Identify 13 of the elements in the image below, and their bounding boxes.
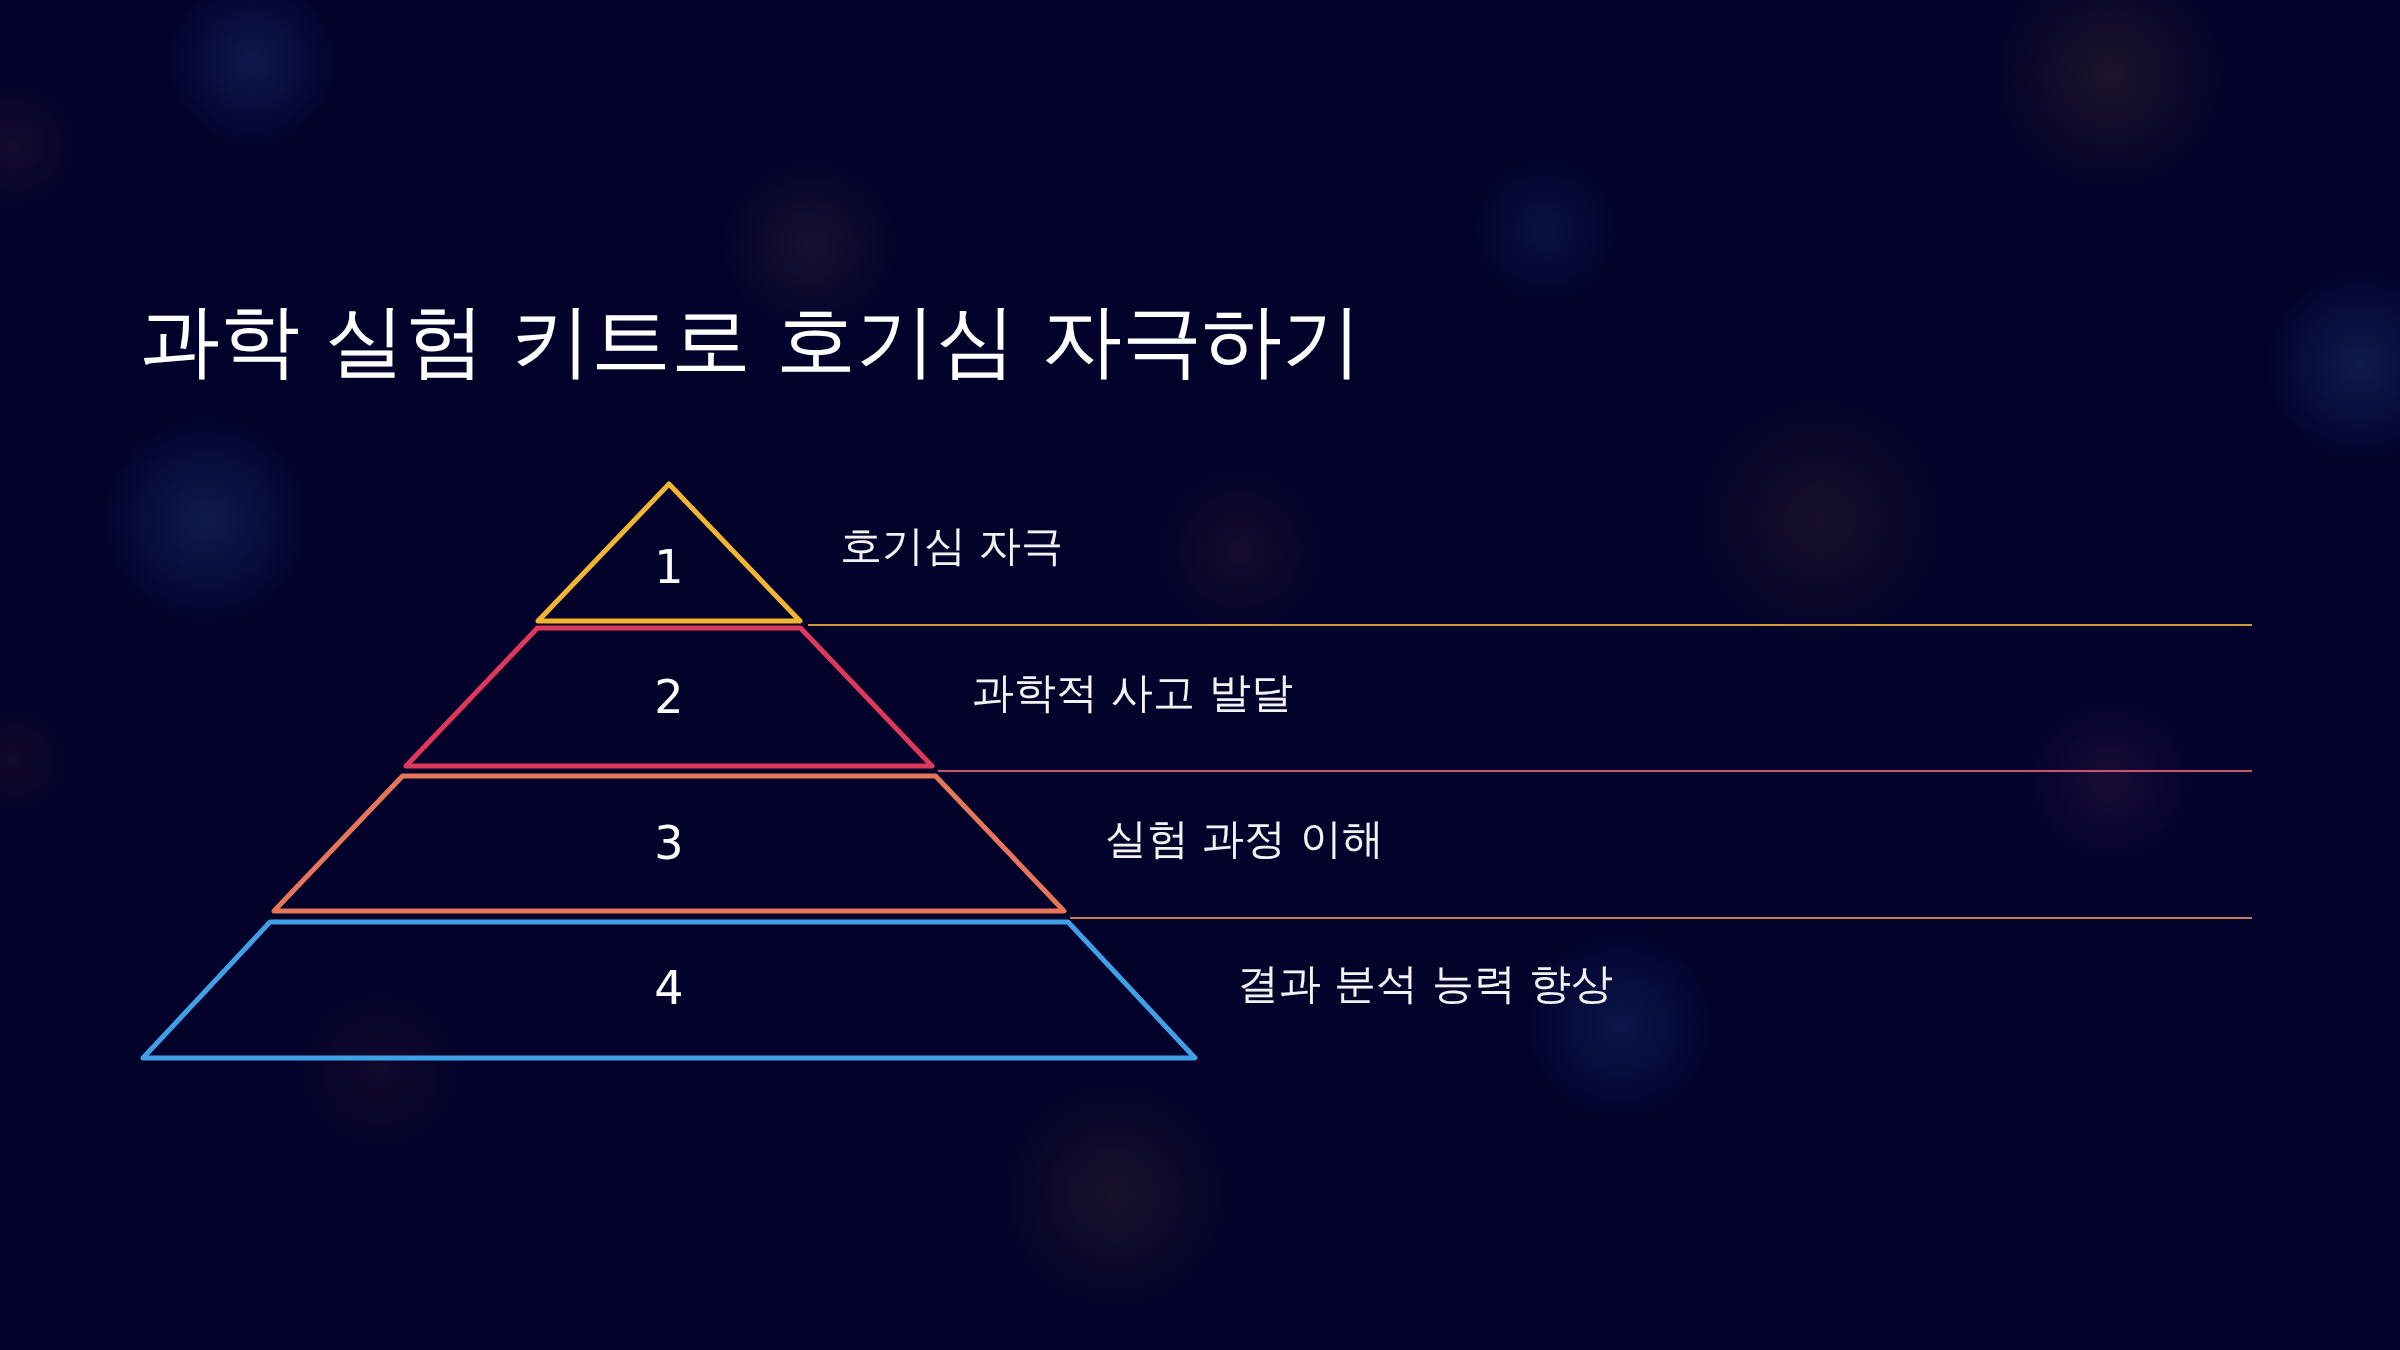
layer-number: 1 <box>654 541 684 593</box>
layer-number: 3 <box>654 817 684 869</box>
pyramid-layer <box>139 918 1199 1062</box>
pyramid-layer <box>270 772 1068 915</box>
layer-number: 4 <box>654 962 684 1014</box>
layer-label: 실험 과정 이해 <box>1105 814 1384 864</box>
slide-title: 과학 실험 키트로 호기심 자극하기 <box>140 295 1362 387</box>
layer-number: 2 <box>654 671 684 723</box>
pyramid-top-triangle <box>534 480 804 625</box>
layer-label: 호기심 자극 <box>840 521 1064 571</box>
layer-label: 결과 분석 능력 향상 <box>1237 959 1614 1009</box>
layer-label: 과학적 사고 발달 <box>972 668 1293 718</box>
pyramid-layer <box>402 624 936 770</box>
